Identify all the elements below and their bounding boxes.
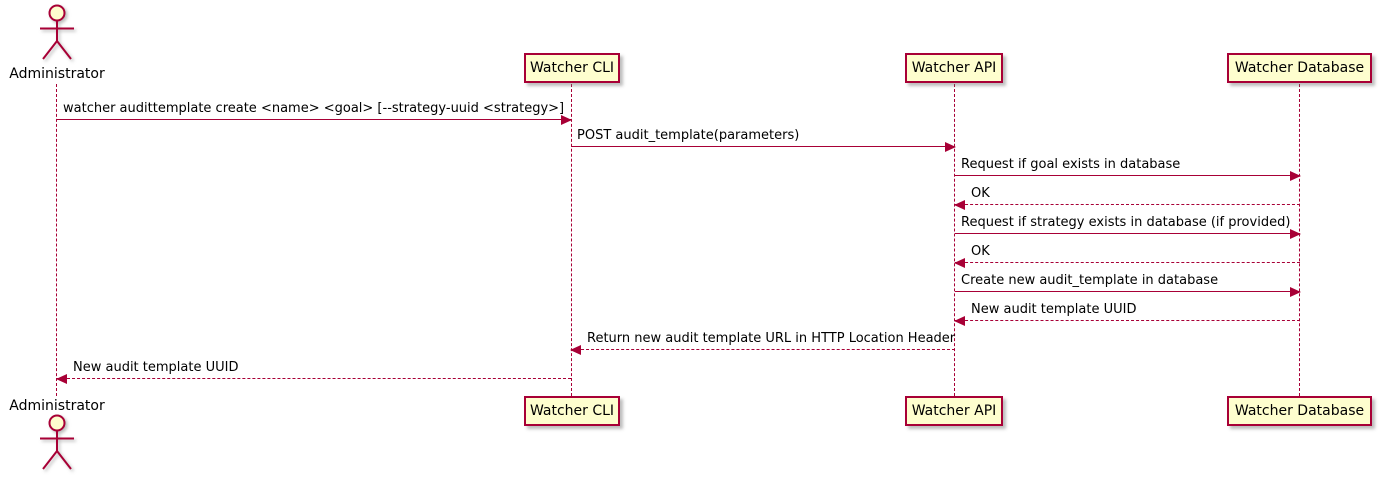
message-label: Request if goal exists in database bbox=[961, 157, 1181, 172]
arrowhead-left-icon bbox=[954, 316, 965, 326]
arrowhead-left-icon bbox=[954, 200, 965, 210]
arrowhead-right-icon bbox=[945, 142, 956, 152]
message-label: watcher audittemplate create <name> <goa… bbox=[63, 101, 565, 116]
arrowhead-left-icon bbox=[56, 374, 67, 384]
lifeline-administrator bbox=[56, 84, 57, 396]
lifeline-watcher-database bbox=[1299, 84, 1300, 396]
message-label: New audit template UUID bbox=[971, 302, 1137, 317]
message-ok-strategy: OK bbox=[954, 244, 1300, 268]
message-create-audit-template-db: Create new audit_template in database bbox=[955, 273, 1301, 297]
actor-stick-figure-icon bbox=[40, 414, 74, 470]
message-label: Create new audit_template in database bbox=[961, 273, 1219, 288]
participant-watcher-cli-bottom: Watcher CLI bbox=[524, 396, 620, 426]
actor-label-bottom: Administrator bbox=[9, 398, 105, 414]
message-label: OK bbox=[971, 244, 990, 259]
message-post-audit-template: POST audit_template(parameters) bbox=[571, 128, 956, 152]
message-create-audittemplate: watcher audittemplate create <name> <goa… bbox=[57, 101, 572, 125]
message-ok-goal: OK bbox=[954, 186, 1300, 210]
message-label: New audit template UUID bbox=[73, 360, 239, 375]
message-request-strategy-exists: Request if strategy exists in database (… bbox=[955, 215, 1301, 239]
message-line bbox=[954, 316, 1300, 326]
arrowhead-right-icon bbox=[561, 115, 572, 125]
message-line bbox=[571, 142, 956, 152]
participant-watcher-cli-top: Watcher CLI bbox=[524, 53, 620, 83]
message-request-goal-exists: Request if goal exists in database bbox=[955, 157, 1301, 181]
message-line bbox=[955, 229, 1301, 239]
actor-label-top: Administrator bbox=[9, 66, 105, 82]
participant-watcher-database-top: Watcher Database bbox=[1227, 53, 1372, 83]
arrowhead-right-icon bbox=[1290, 171, 1301, 181]
participant-watcher-api-top: Watcher API bbox=[905, 53, 1003, 83]
arrowhead-left-icon bbox=[570, 345, 581, 355]
arrowhead-right-icon bbox=[1290, 229, 1301, 239]
actor-stick-figure-icon bbox=[40, 4, 74, 60]
participant-watcher-database-bottom: Watcher Database bbox=[1227, 396, 1372, 426]
lifeline-watcher-cli bbox=[571, 84, 572, 396]
message-new-audit-template-uuid-db: New audit template UUID bbox=[954, 302, 1300, 326]
message-label: Request if strategy exists in database (… bbox=[961, 215, 1291, 230]
arrowhead-left-icon bbox=[954, 258, 965, 268]
message-label: OK bbox=[971, 186, 990, 201]
message-line bbox=[954, 258, 1300, 268]
message-return-url-location-header: Return new audit template URL in HTTP Lo… bbox=[570, 331, 956, 355]
message-line bbox=[570, 345, 955, 355]
message-label: Return new audit template URL in HTTP Lo… bbox=[587, 331, 956, 346]
message-line bbox=[955, 287, 1301, 297]
participant-watcher-api-bottom: Watcher API bbox=[905, 396, 1003, 426]
message-label: POST audit_template(parameters) bbox=[577, 128, 800, 143]
lifeline-watcher-api bbox=[954, 84, 955, 396]
message-line bbox=[955, 171, 1301, 181]
message-line bbox=[56, 374, 571, 384]
message-line bbox=[954, 200, 1300, 210]
arrowhead-right-icon bbox=[1290, 287, 1301, 297]
message-new-audit-template-uuid-admin: New audit template UUID bbox=[56, 360, 571, 384]
message-line bbox=[57, 115, 572, 125]
